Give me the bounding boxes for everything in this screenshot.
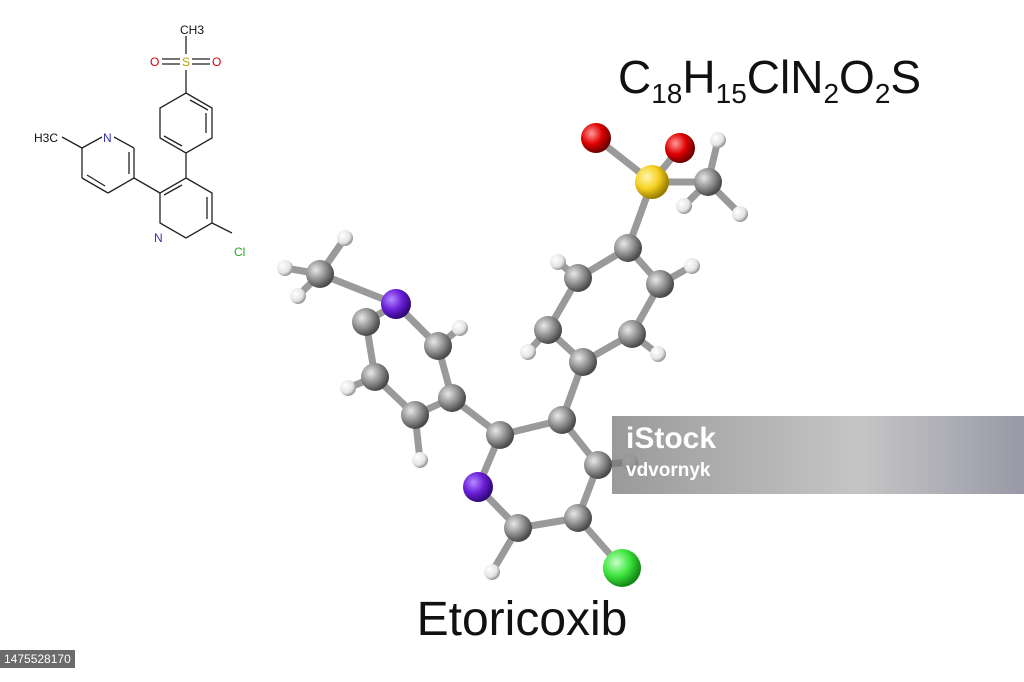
carbon-atom [361,363,389,391]
formula-element-c: C [618,51,652,103]
formula-element-cl: Cl [746,51,791,103]
hydrogen-atom [710,132,726,148]
chlorine-atom [603,549,641,587]
compound-name: Etoricoxib [416,593,628,646]
hydrogen-atom [277,260,293,276]
carbon-atom [564,264,592,292]
hydrogen-atom [550,254,566,270]
molecular-formula: C18H15ClN2O2S [618,50,922,108]
watermark-banner: iStock vdvornyk [612,416,1024,494]
skeletal-label-chlorine: Cl [234,245,245,259]
carbon-atom [584,451,612,479]
carbon-atom [534,316,562,344]
nitrogen-atom [463,472,493,502]
skeletal-label-sulfur: S [182,55,190,69]
hydrogen-atom [337,230,353,246]
carbon-atom [504,514,532,542]
oxygen-atom [665,133,695,163]
carbon-atom [486,421,514,449]
formula-count-h: 15 [715,78,747,109]
stock-id-badge: 1475528170 [0,650,75,668]
skeletal-label-oxygen-left: O [150,55,159,69]
formula-element-s: S [890,51,922,103]
formula-element-h: H [682,51,716,103]
carbon-atom [438,384,466,412]
carbon-atom [614,234,642,262]
sulfur-atom [635,165,669,199]
carbon-atom [401,401,429,429]
hydrogen-atom [484,564,500,580]
carbon-atom [424,332,452,360]
oxygen-atom [581,123,611,153]
carbon-atom [352,308,380,336]
skeletal-label-nitrogen-lower: N [154,231,163,245]
formula-count-c: 18 [651,78,683,109]
hydrogen-atom [290,288,306,304]
skeletal-label-ch3: CH3 [180,23,204,37]
skeletal-label-h3c: H3C [34,131,58,145]
formula-count-o: 2 [874,78,891,109]
hydrogen-atom [676,198,692,214]
hydrogen-atom [732,206,748,222]
hydrogen-atom [412,452,428,468]
hydrogen-atom [452,320,468,336]
carbon-atom [564,504,592,532]
hydrogen-atom [684,258,700,274]
formula-element-o: O [839,51,875,103]
skeletal-label-oxygen-right: O [212,55,221,69]
watermark-logo: iStock [626,422,717,455]
skeletal-formula: CH3 O S O H3C N N Cl [34,23,245,259]
carbon-atom [569,348,597,376]
carbon-atom [646,270,674,298]
hydrogen-atom [520,344,536,360]
formula-element-n: N [790,51,824,103]
formula-count-n: 2 [823,78,840,109]
watermark-credit: vdvornyk [626,460,711,481]
carbon-atom [694,168,722,196]
carbon-atom [306,260,334,288]
hydrogen-atom [650,346,666,362]
skeletal-label-nitrogen-upper: N [103,131,112,145]
hydrogen-atom [340,380,356,396]
carbon-atom [548,406,576,434]
nitrogen-atom [381,289,411,319]
carbon-atom [618,320,646,348]
